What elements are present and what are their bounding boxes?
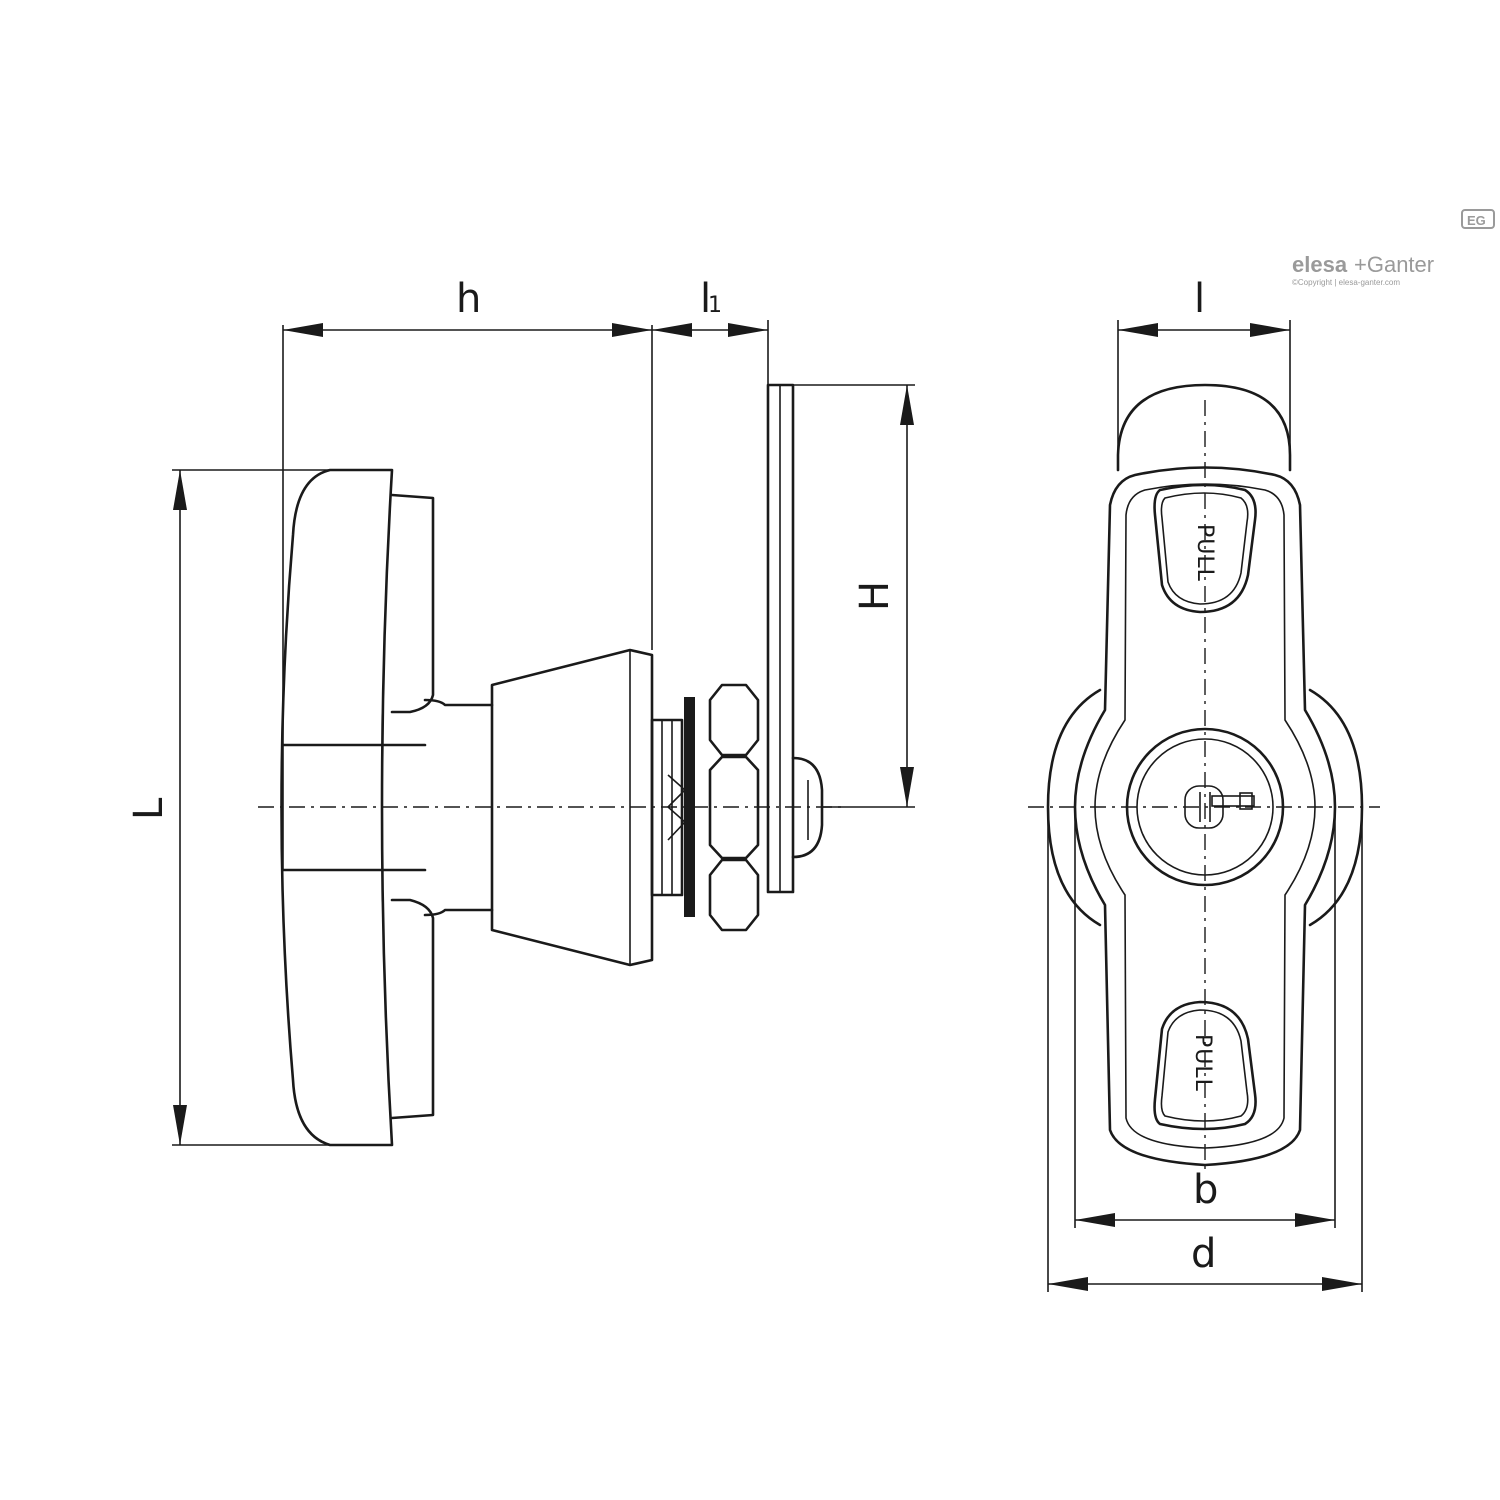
dim-L-arrow-top [173, 470, 187, 510]
dim-l-label: l [1194, 276, 1205, 322]
dim-d-arrow-right [1322, 1277, 1362, 1291]
dim-l-arrow-right [1250, 323, 1290, 337]
dim-d-arrow-left [1048, 1277, 1088, 1291]
handle-neck [423, 698, 494, 917]
dim-b-label: b [1193, 1167, 1218, 1213]
key-cylinder-inner [1136, 738, 1274, 876]
dim-l1-arrow-left [652, 323, 692, 337]
dim-d-label: d [1191, 1231, 1216, 1277]
dim-H-arrow-top [900, 385, 914, 425]
dim-l1-label: l [700, 276, 711, 322]
pull-pad-bottom [1153, 1000, 1257, 1131]
dim-h-arrow-right [612, 323, 652, 337]
pull-pad-bottom-inner [1160, 1009, 1249, 1122]
dim-b-arrow-left [1075, 1213, 1115, 1227]
brand-copyright: ©Copyright | elesa-ganter.com [1292, 278, 1400, 287]
pull-pad-top [1153, 483, 1257, 614]
dim-h-arrow-left [283, 323, 323, 337]
hex-nut-middle [708, 755, 760, 860]
front-view: PULL PULL l b [1028, 276, 1380, 1292]
handle-wing [280, 468, 394, 1147]
brand-name-elesa: elesa [1292, 252, 1348, 277]
dim-L-arrow-bottom [173, 1105, 187, 1145]
thread-zigzag [666, 774, 687, 841]
handle-shaft-outline [281, 743, 427, 872]
front-cam-top [1116, 383, 1292, 472]
handle-back-lower [390, 898, 435, 1120]
dim-l1-arrow-right [728, 323, 768, 337]
handle-back-upper [390, 493, 435, 714]
hex-nut-upper [708, 683, 760, 757]
brand-badge-frame [1461, 209, 1495, 229]
dim-H-label: H [852, 581, 898, 611]
front-handle-outline [1073, 466, 1337, 1167]
pull-label-bottom: PULL [1190, 1034, 1215, 1092]
brand-badge: EG [1467, 213, 1486, 228]
dim-l1-subscript: 1 [708, 293, 722, 318]
brand-logo: elesa +Ganter EG ©Copyright | elesa-gant… [1292, 209, 1495, 287]
keyhole-icon [1184, 785, 1255, 829]
brand-name-ganter: +Ganter [1354, 252, 1434, 277]
gasket [684, 697, 695, 917]
pull-label-top: PULL [1192, 524, 1217, 582]
side-view: h l 1 H L [126, 276, 915, 1147]
dim-L-label: L [126, 797, 172, 820]
dim-h-label: h [456, 276, 481, 322]
dim-l-arrow-left [1118, 323, 1158, 337]
pull-pad-top-inner [1160, 492, 1249, 605]
cam-lever [766, 383, 795, 894]
key-cylinder-outer [1125, 727, 1285, 887]
threaded-body [650, 718, 684, 897]
dim-b-arrow-right [1295, 1213, 1335, 1227]
hex-nut-lower [708, 858, 760, 932]
front-handle-inner [1094, 483, 1316, 1149]
dim-H-arrow-bottom [900, 767, 914, 807]
